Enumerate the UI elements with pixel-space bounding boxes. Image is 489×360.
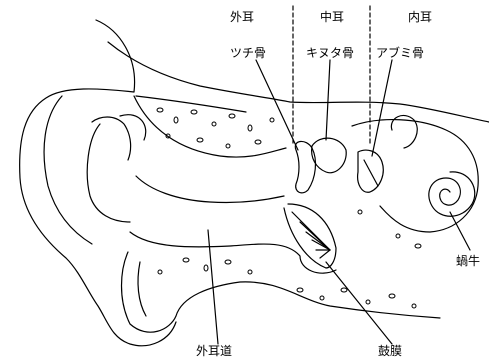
bone-upper — [134, 96, 286, 157]
concha — [87, 124, 130, 222]
ear-canal-label: 外耳道 — [196, 344, 232, 358]
cochlea-leader — [450, 212, 470, 250]
section-outer-label: 外耳 — [230, 10, 254, 24]
incus — [312, 138, 347, 173]
helix-ridge — [92, 117, 131, 160]
ear-canal-upper — [136, 176, 284, 203]
cochlea — [429, 172, 475, 216]
stapes-leader — [372, 60, 392, 156]
auricle-outline — [20, 20, 176, 346]
eardrum — [284, 204, 336, 268]
malleus — [295, 141, 315, 192]
incus-label: キヌタ骨 — [306, 46, 354, 60]
skull-inner-line — [136, 96, 246, 112]
stapes-crus — [364, 160, 378, 186]
antihelix — [44, 96, 92, 244]
tragus — [120, 115, 146, 140]
eardrum-leader — [326, 262, 392, 344]
section-middle-label: 中耳 — [320, 10, 344, 24]
malleus-leader — [256, 60, 298, 150]
eardrum-label: 鼓膜 — [378, 344, 402, 358]
bone-band-lower-inner — [138, 262, 146, 316]
cochlea-label: 蝸牛 — [456, 254, 480, 268]
incus-leader — [326, 60, 330, 140]
section-inner-label: 内耳 — [408, 10, 432, 24]
bone-band-lower — [122, 252, 441, 332]
malleus-label: ツチ骨 — [230, 46, 266, 60]
skull-upper — [108, 42, 489, 122]
stapes-label: アブミ骨 — [376, 46, 424, 60]
